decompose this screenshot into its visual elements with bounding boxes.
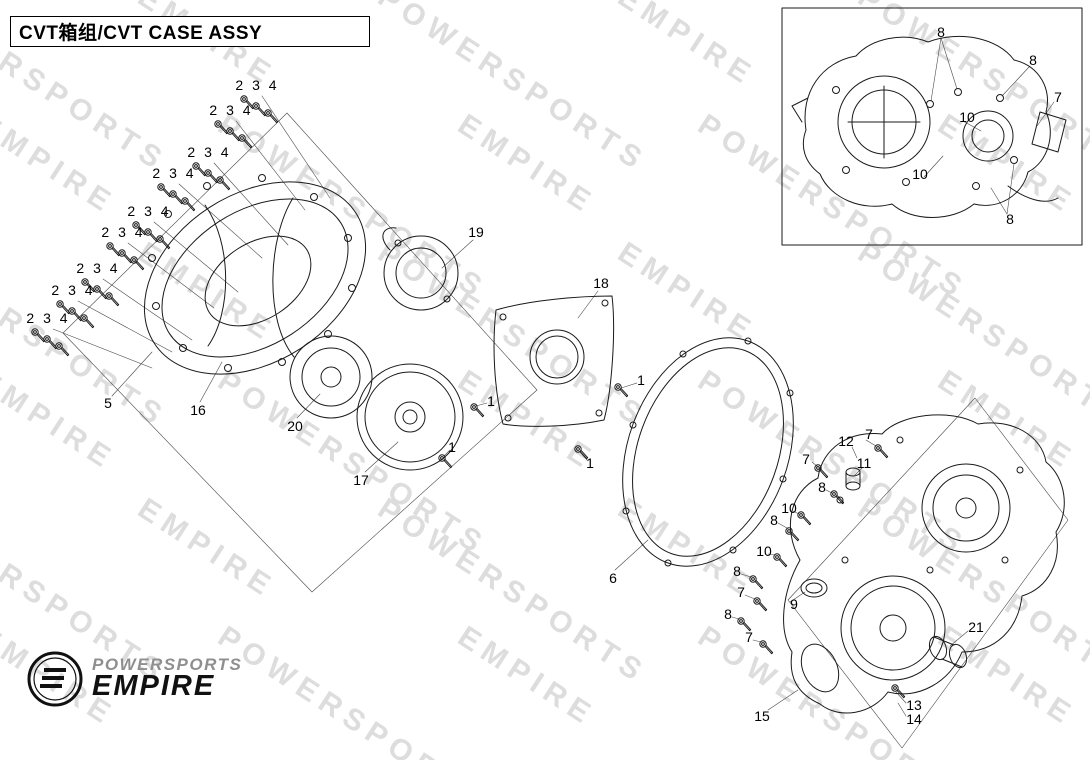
leader-lines [52,37,1055,717]
duct-ring-drawing [382,227,459,311]
diagram-title: CVT箱组/CVT CASE ASSY [19,23,263,44]
cvt-cover-drawing [143,174,367,375]
brand-name-top: POWERSPORTS [92,655,243,674]
fastener-icons [737,444,906,699]
diagram-title-box: CVT箱组/CVT CASE ASSY [10,16,370,47]
screw-icons [438,383,629,469]
pulley-drawing [356,363,464,471]
brand-name-bottom: EMPIRE [92,670,216,702]
inset-assembly-drawing [781,7,1083,246]
inner-cover-drawing [289,335,373,419]
bushing-drawing [928,635,968,669]
bolt-set-icons [31,95,279,357]
brand-emblem-icon [27,651,83,707]
shield-plate-drawing [493,295,615,427]
crankcase-drawing [783,414,1065,714]
gasket-drawing [622,337,794,567]
brand-logo: POWERSPORTS EMPIRE [26,650,242,708]
